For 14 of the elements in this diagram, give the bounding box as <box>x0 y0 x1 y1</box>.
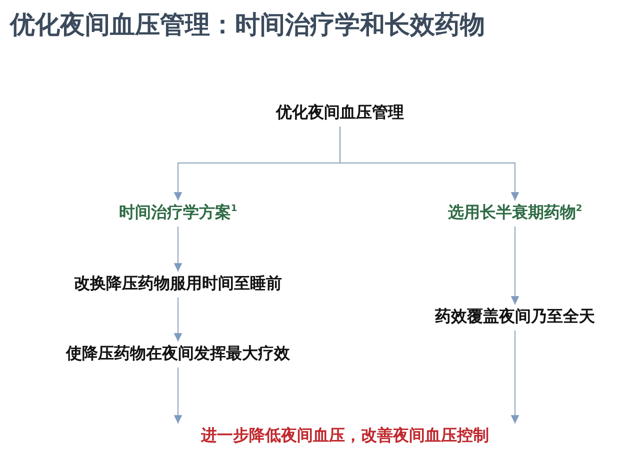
heading-text: 优化夜间血压管理 <box>276 102 404 124</box>
result-text: 进一步降低夜间血压，改善夜间血压控制 <box>201 426 489 446</box>
arrow <box>510 226 520 304</box>
title: 优化夜间血压管理：时间治疗学和长效药物 <box>10 9 485 41</box>
arrow <box>174 226 182 272</box>
arrow <box>339 126 520 200</box>
arrow <box>174 298 182 342</box>
step-text: 改换降压药物服用时间至睡前 <box>74 274 282 294</box>
branch-heading: 时间治疗学方案$^{1}$ <box>118 202 238 224</box>
arrow <box>174 368 182 424</box>
arrow <box>510 330 520 424</box>
branch-heading: 选用长半衰期药物$^{2}$ <box>448 202 582 224</box>
step-text: 使降压药物在夜间发挥最大疗效 <box>66 344 290 364</box>
step-text: 药效覆盖夜间乃至全天 <box>435 306 595 328</box>
